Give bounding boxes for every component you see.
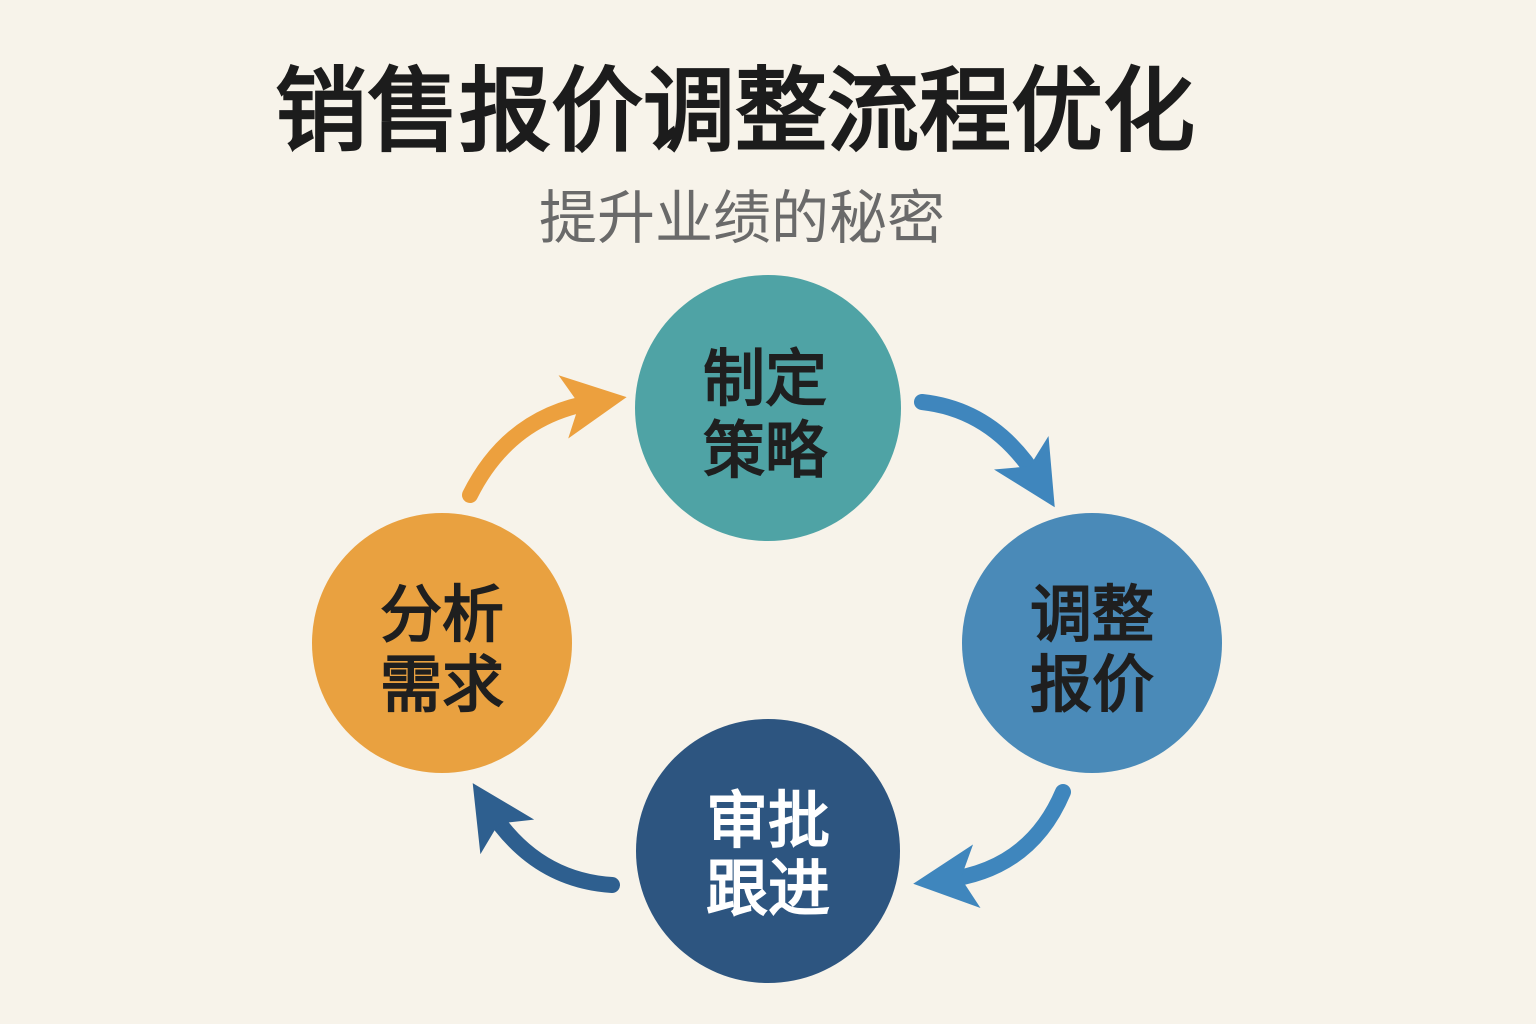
arrow-analyze-to-strategy [462, 375, 627, 503]
step-adjust-quote: 调整 报价 [962, 513, 1222, 773]
step-label-line1: 制定 [703, 342, 827, 415]
step-define-strategy: 制定 策略 [635, 275, 901, 541]
step-label-line2: 报价 [1030, 648, 1154, 721]
step-label-line2: 策略 [703, 414, 828, 487]
step-approve-follow-up: 审批 跟进 [636, 719, 900, 983]
step-label-line1: 审批 [706, 784, 830, 857]
step-label-line2: 需求 [380, 648, 504, 721]
step-label-line1: 调整 [1030, 578, 1154, 651]
arrow-strategy-to-adjust [914, 394, 1055, 508]
arrow-adjust-to-approve [913, 784, 1071, 909]
page-subtitle: 提升业绩的秘密 [539, 184, 945, 252]
arrow-approve-to-analyze [472, 783, 620, 893]
step-analyze-needs: 分析 需求 [312, 513, 572, 773]
page-title: 销售报价调整流程优化 [275, 58, 1195, 165]
step-label-line1: 分析 [380, 578, 504, 651]
step-label-line2: 跟进 [706, 852, 830, 925]
